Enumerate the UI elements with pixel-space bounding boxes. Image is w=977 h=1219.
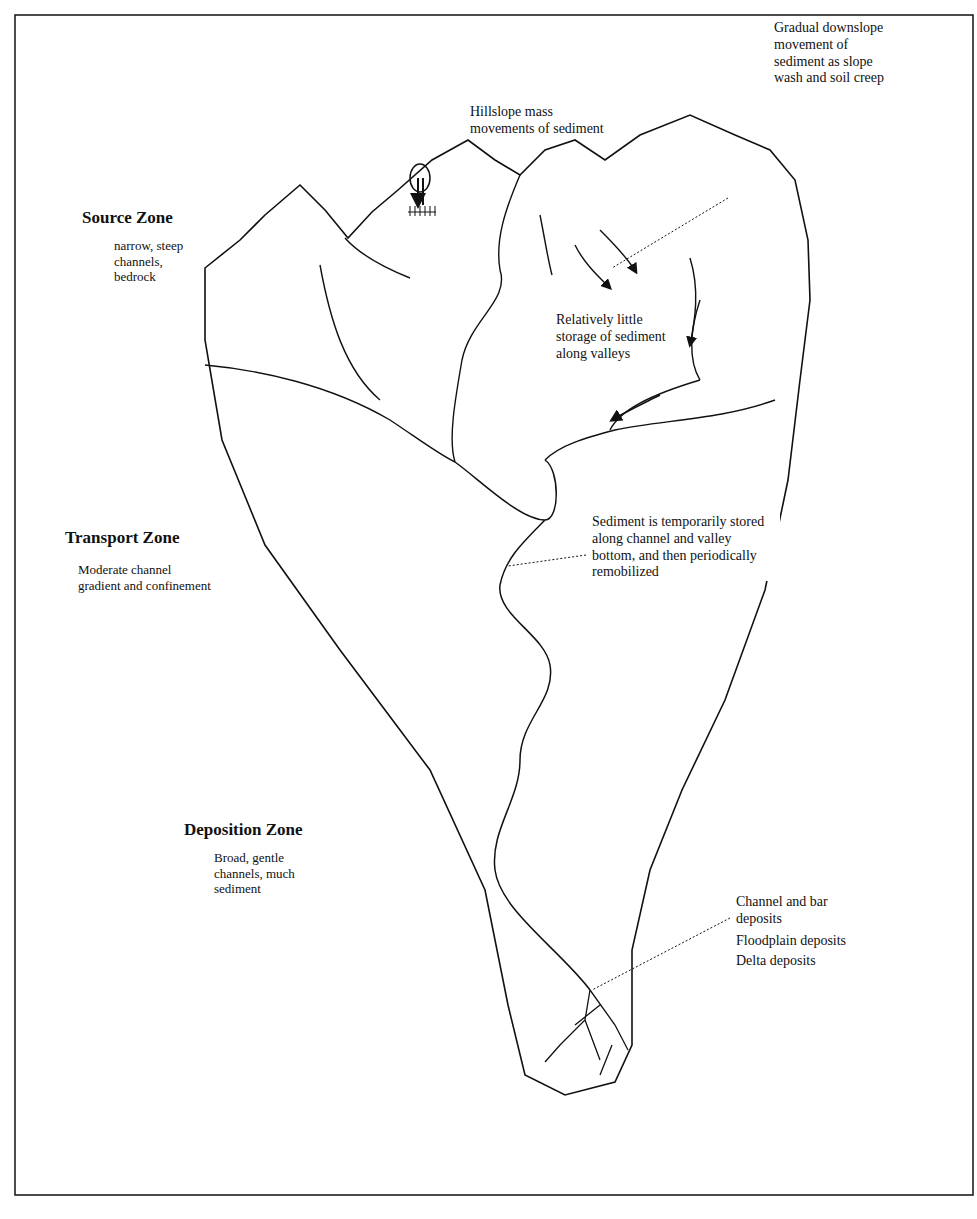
process-note: Sediment is temporarily stored along cha… bbox=[590, 514, 780, 581]
deposit-label: Channel and bar deposits bbox=[734, 894, 850, 928]
process-note: Hillslope mass movements of sediment bbox=[468, 104, 614, 138]
basin-outline bbox=[205, 115, 810, 1095]
deposit-label: Delta deposits bbox=[734, 953, 878, 970]
process-note: Gradual downslope movement of sediment a… bbox=[772, 20, 894, 87]
deposit-label: Floodplain deposits bbox=[734, 933, 878, 950]
main-channel bbox=[455, 460, 590, 990]
zone-title: Source Zone bbox=[80, 208, 224, 228]
delta-channels bbox=[545, 990, 628, 1075]
zone-title: Deposition Zone bbox=[182, 820, 356, 840]
zone-note: narrow, steep channels, bedrock bbox=[112, 238, 198, 285]
frame bbox=[15, 15, 973, 1195]
zone-title: Transport Zone bbox=[63, 528, 227, 548]
zone-note: Moderate channel gradient and confinemen… bbox=[76, 562, 215, 593]
process-note: Relatively little storage of sediment al… bbox=[554, 312, 686, 362]
zone-note: Broad, gentle channels, much sediment bbox=[212, 850, 328, 897]
